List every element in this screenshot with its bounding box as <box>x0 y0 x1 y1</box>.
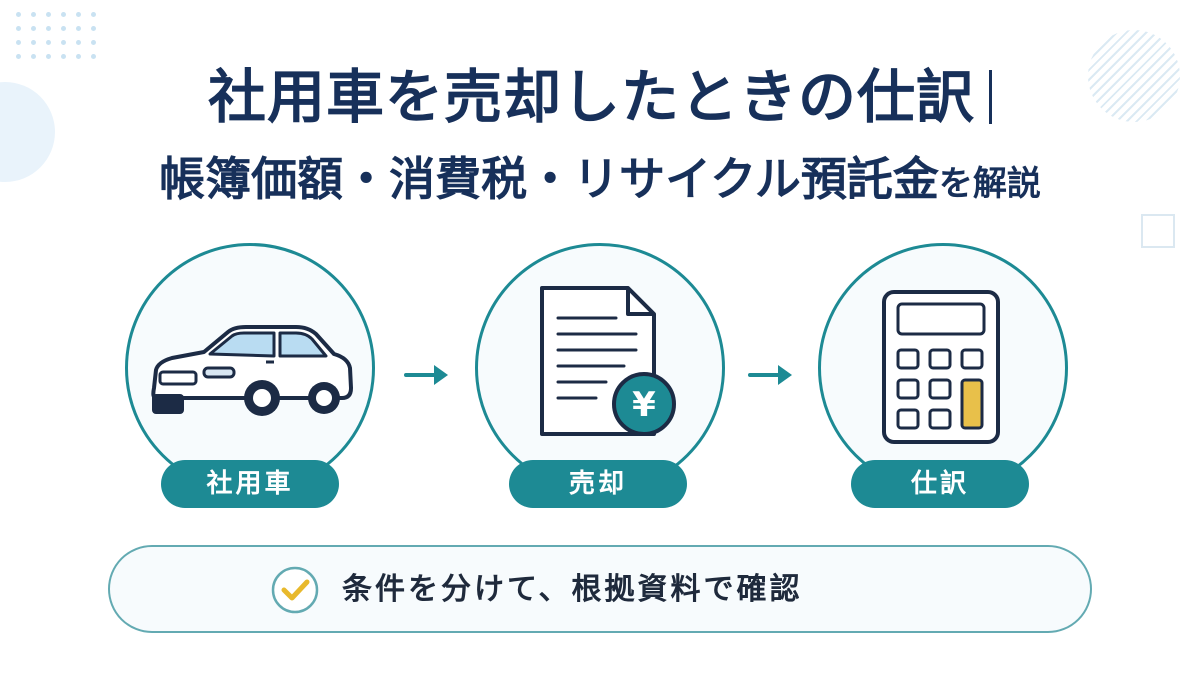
decorative-dot <box>46 12 51 17</box>
decorative-dot <box>61 40 66 45</box>
decorative-dot <box>76 40 81 45</box>
document-yen-icon: ¥ <box>540 286 676 436</box>
decorative-dot <box>91 54 96 59</box>
decorative-dot <box>76 26 81 31</box>
yen-symbol: ¥ <box>632 385 656 425</box>
decorative-dot <box>46 26 51 31</box>
arrow-right-icon <box>404 365 448 385</box>
subtitle-main: 帳簿価額・消費税・リサイクル預託金 <box>159 152 939 206</box>
decorative-dot <box>31 40 36 45</box>
title-cursor-bar <box>989 70 992 124</box>
decorative-dot <box>31 12 36 17</box>
decorative-dot <box>91 12 96 17</box>
decorative-dot <box>31 54 36 59</box>
decorative-dot <box>46 40 51 45</box>
decorative-dot <box>61 54 66 59</box>
decorative-dot <box>76 54 81 59</box>
decorative-dot <box>91 40 96 45</box>
car-icon <box>151 325 353 416</box>
decorative-dot <box>46 54 51 59</box>
page-subtitle: 帳簿価額・消費税・リサイクル預託金を解説 <box>0 148 1200 215</box>
step-label-car: 社用車 <box>161 460 339 508</box>
decorative-dot <box>31 26 36 31</box>
decorative-dot <box>76 12 81 17</box>
title-line-1: 社用車を売却したときの仕訳 <box>207 63 975 131</box>
decorative-dot <box>91 26 96 31</box>
calculator-icon <box>882 290 1000 444</box>
note-text: 条件を分けて、根拠資料で確認 <box>342 572 803 607</box>
checkmark-icon <box>271 566 319 614</box>
arrow-right-icon <box>748 365 792 385</box>
decorative-dot <box>16 12 21 17</box>
page-title: 社用車を売却したときの仕訳 <box>0 62 1200 132</box>
decorative-dot <box>61 26 66 31</box>
decorative-square <box>1141 214 1175 248</box>
decorative-dot <box>61 12 66 17</box>
subtitle-suffix: を解説 <box>938 164 1041 204</box>
step-label-sale: 売却 <box>509 460 687 508</box>
decorative-dot <box>16 26 21 31</box>
step-label-journal: 仕訳 <box>851 460 1029 508</box>
decorative-hatched-circle <box>1088 30 1180 122</box>
decorative-dot <box>16 40 21 45</box>
decorative-dot <box>16 54 21 59</box>
decorative-dot-grid <box>16 12 106 68</box>
